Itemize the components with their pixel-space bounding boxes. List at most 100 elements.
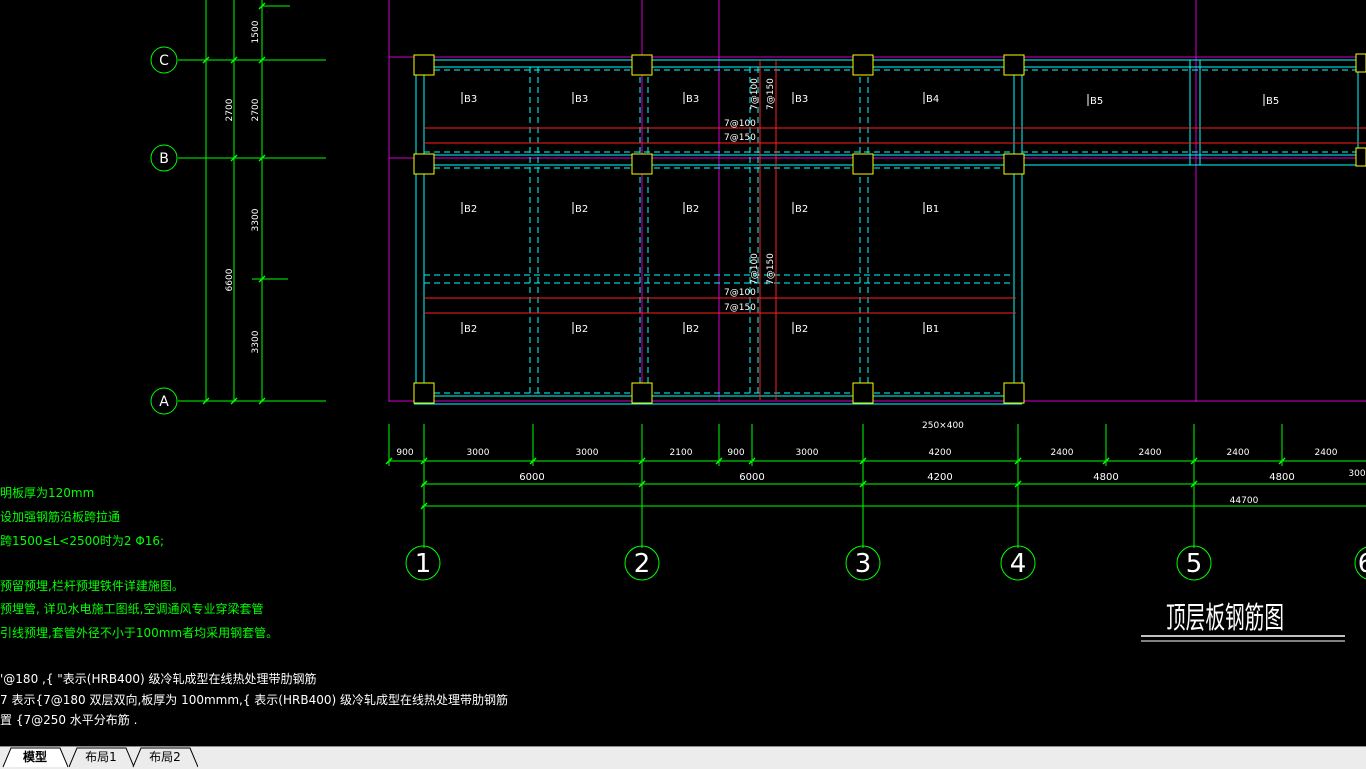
row-bubble-c: C xyxy=(150,46,178,74)
dimension-ticks xyxy=(385,457,1286,510)
dim-span-3: 4200 xyxy=(927,472,952,483)
note-line: 明板厚为120mm xyxy=(0,486,94,500)
note-line: 预埋管, 详见水电施工图纸,空调通风专业穿梁套管 xyxy=(0,601,263,616)
slab-labels: B3 B3 B3 B3 B4 B5 B5 B2 B2 B2 B2 B1 B2 B… xyxy=(464,94,1279,335)
dim-3: 3000 xyxy=(576,448,599,458)
slab-label: B3 xyxy=(464,94,477,105)
row-axis-bubbles: C B A xyxy=(150,46,178,415)
dim-1: 900 xyxy=(396,448,413,458)
slab-label: B2 xyxy=(464,204,477,215)
tab-layout1[interactable]: 布局1 xyxy=(68,747,134,768)
rebar-label-vert-d: 7@150 xyxy=(766,253,776,285)
dim-span-2: 6000 xyxy=(739,472,764,483)
slab-label: B2 xyxy=(575,324,588,335)
dim-inner-1: 1500 xyxy=(251,20,261,43)
col-label-1: 1 xyxy=(415,549,432,579)
col-bubble-5: 5 xyxy=(1176,545,1212,581)
dim-outer: 6600 xyxy=(225,268,235,291)
tab-layout1-label: 布局1 xyxy=(85,750,117,764)
note-line: 预留预埋,栏杆预埋铁件详建施图。 xyxy=(0,578,184,593)
tab-model[interactable]: 模型 xyxy=(2,747,68,768)
dim-6: 3000 xyxy=(796,448,819,458)
rebar-red xyxy=(424,60,1366,400)
left-grid xyxy=(178,0,326,405)
slab-label: B3 xyxy=(795,94,808,105)
beam-note: 250×400 xyxy=(922,421,964,431)
slab-label: B5 xyxy=(1090,96,1103,107)
legend-line: '@180 ,{ "表示(HRB400) 级冷轧成型在线热处理带肋钢筋 xyxy=(0,671,316,686)
col-label-2: 2 xyxy=(634,549,651,579)
slab-label: B2 xyxy=(795,324,808,335)
dim-11: 2400 xyxy=(1315,448,1338,458)
slab-label: B2 xyxy=(575,204,588,215)
col-label-3: 3 xyxy=(855,549,872,579)
col-bubble-3: 3 xyxy=(845,545,881,581)
dim-span-5: 4800 xyxy=(1269,472,1294,483)
dim-total: 44700 xyxy=(1230,496,1259,506)
legend-notes: '@180 ,{ "表示(HRB400) 级冷轧成型在线热处理带肋钢筋 7 表示… xyxy=(0,671,508,727)
col-label-5: 5 xyxy=(1186,549,1203,579)
dim-7: 4200 xyxy=(929,448,952,458)
layout-tab-bar: 模型 布局1 布局2 xyxy=(0,746,1366,769)
dim-4: 2100 xyxy=(670,448,693,458)
row-label-a: A xyxy=(159,394,169,410)
column-axis-bubbles: 1 2 3 4 5 6 xyxy=(405,545,1366,581)
design-notes: 明板厚为120mm 设加强钢筋沿板跨拉通 跨1500≤L<2500时为2 Φ16… xyxy=(0,486,278,640)
rebar-label-mid-a: 7@100 xyxy=(724,288,756,298)
note-line: 引线预埋,套管外径不小于100mm者均采用钢套管。 xyxy=(0,625,278,640)
slab-arrows xyxy=(461,92,1265,334)
dim-inner-3: 3300 xyxy=(251,208,261,231)
tab-layout2-label: 布局2 xyxy=(149,750,181,764)
cad-drawing-canvas[interactable]: 6600 2700 1500 2700 3300 3300 C B A xyxy=(0,0,1366,746)
drawing-title-block: 顶层板钢筋图 xyxy=(1141,601,1345,642)
dim-inner-2: 2700 xyxy=(251,98,261,121)
rebar-label-top-b: 7@150 xyxy=(724,133,756,143)
dim-span-6: 300 xyxy=(1348,469,1365,479)
dim-2: 3000 xyxy=(467,448,490,458)
col-bubble-1: 1 xyxy=(405,545,441,581)
legend-line: 置 {7@250 水平分布筋 . xyxy=(0,712,137,727)
dim-inner-4: 3300 xyxy=(251,330,261,353)
beams-cyan xyxy=(414,59,1366,405)
left-dimension-labels: 6600 2700 1500 2700 3300 3300 xyxy=(225,20,261,353)
slab-label: B1 xyxy=(926,204,939,215)
dim-span-4: 4800 xyxy=(1093,472,1118,483)
note-line: 设加强钢筋沿板跨拉通 xyxy=(0,509,120,524)
slab-label: B2 xyxy=(795,204,808,215)
col-label-4: 4 xyxy=(1010,549,1027,579)
slab-label: B5 xyxy=(1266,96,1279,107)
slab-label: B3 xyxy=(686,94,699,105)
drawing-title: 顶层板钢筋图 xyxy=(1166,601,1284,636)
col-bubble-6: 6 xyxy=(1354,546,1366,580)
dim-middle-1: 2700 xyxy=(225,98,235,121)
tab-model-label: 模型 xyxy=(22,750,47,764)
slab-label: B2 xyxy=(686,324,699,335)
rebar-label-vert-b: 7@150 xyxy=(766,78,776,110)
rebar-label-mid-b: 7@150 xyxy=(724,303,756,313)
row-label-c: C xyxy=(159,53,169,69)
rebar-label-vert-c: 7@100 xyxy=(750,253,760,285)
legend-line: 7 表示{7@180 双层双向,板厚为 100mmm,{ 表示(HRB400) … xyxy=(0,692,508,707)
rebar-label-top-a: 7@100 xyxy=(724,119,756,129)
row-label-b: B xyxy=(159,151,169,167)
dim-9: 2400 xyxy=(1139,448,1162,458)
slab-label: B2 xyxy=(686,204,699,215)
row-bubble-a: A xyxy=(150,387,178,415)
dim-10: 2400 xyxy=(1227,448,1250,458)
slab-label: B3 xyxy=(575,94,588,105)
tab-layout2[interactable]: 布局2 xyxy=(132,747,198,768)
col-bubble-4: 4 xyxy=(1000,545,1036,581)
rebar-labels: 7@100 7@150 7@100 7@150 7@100 7@150 7@10… xyxy=(724,78,964,431)
columns-yellow xyxy=(413,53,1366,404)
row-bubble-b: B xyxy=(150,144,178,172)
dim-8: 2400 xyxy=(1051,448,1074,458)
note-line: 跨1500≤L<2500时为2 Φ16; xyxy=(0,534,164,548)
col-bubble-2: 2 xyxy=(624,545,660,581)
slab-label: B2 xyxy=(464,324,477,335)
slab-label: B4 xyxy=(926,94,939,105)
beams-cyan-dashed xyxy=(424,67,1358,396)
dimension-lines xyxy=(388,424,1366,548)
rebar-label-vert-a: 7@100 xyxy=(750,78,760,110)
dim-span-1: 6000 xyxy=(519,472,544,483)
dimension-text: 900 3000 3000 2100 900 3000 4200 2400 24… xyxy=(396,448,1365,506)
